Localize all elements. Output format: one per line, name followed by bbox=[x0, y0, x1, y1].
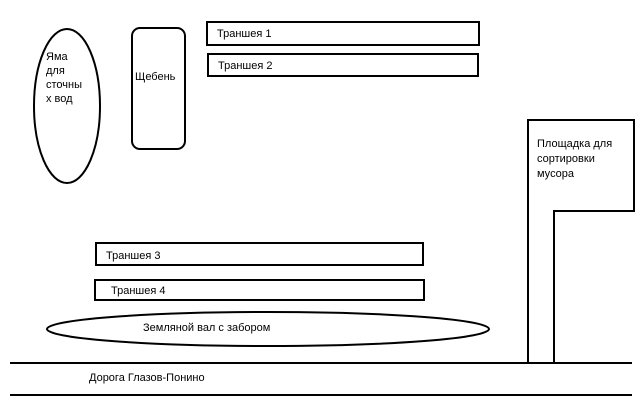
sorting-area-label-line-2: сортировки bbox=[537, 153, 595, 165]
trench-1-shape bbox=[206, 21, 480, 46]
wastewater-pit-shape bbox=[33, 28, 101, 184]
wastewater-pit-label-line-4: х вод bbox=[46, 93, 73, 105]
gravel-shape bbox=[131, 27, 186, 150]
wastewater-pit-label-line-2: для bbox=[46, 65, 65, 77]
sorting-area-shape bbox=[527, 119, 635, 363]
trench-4-shape bbox=[94, 279, 425, 301]
trench-4-label: Траншея 4 bbox=[111, 285, 166, 297]
earth-rampart-shape bbox=[46, 311, 490, 347]
sorting-area-label-line-1: Площадка для bbox=[537, 138, 613, 150]
road-label: Дорога Глазов-Понино bbox=[89, 372, 205, 384]
wastewater-pit-label-line-3: сточны bbox=[46, 79, 83, 91]
wastewater-pit-label-line-1: Яма bbox=[46, 51, 68, 63]
trench-2-label: Траншея 2 bbox=[218, 60, 273, 72]
trench-3-shape bbox=[95, 242, 424, 266]
trench-2-shape bbox=[207, 53, 479, 77]
sorting-area-label-line-3: мусора bbox=[537, 168, 575, 180]
earth-rampart-label: Земляной вал с забором bbox=[143, 322, 271, 334]
gravel-label: Щебень bbox=[135, 71, 176, 83]
sorting-area-label: Площадка для сортировки мусора bbox=[537, 137, 612, 182]
trench-1-label: Траншея 1 bbox=[217, 28, 272, 40]
wastewater-pit-label: Яма для сточны х вод bbox=[46, 50, 82, 106]
trench-3-label: Траншея 3 bbox=[106, 250, 161, 262]
